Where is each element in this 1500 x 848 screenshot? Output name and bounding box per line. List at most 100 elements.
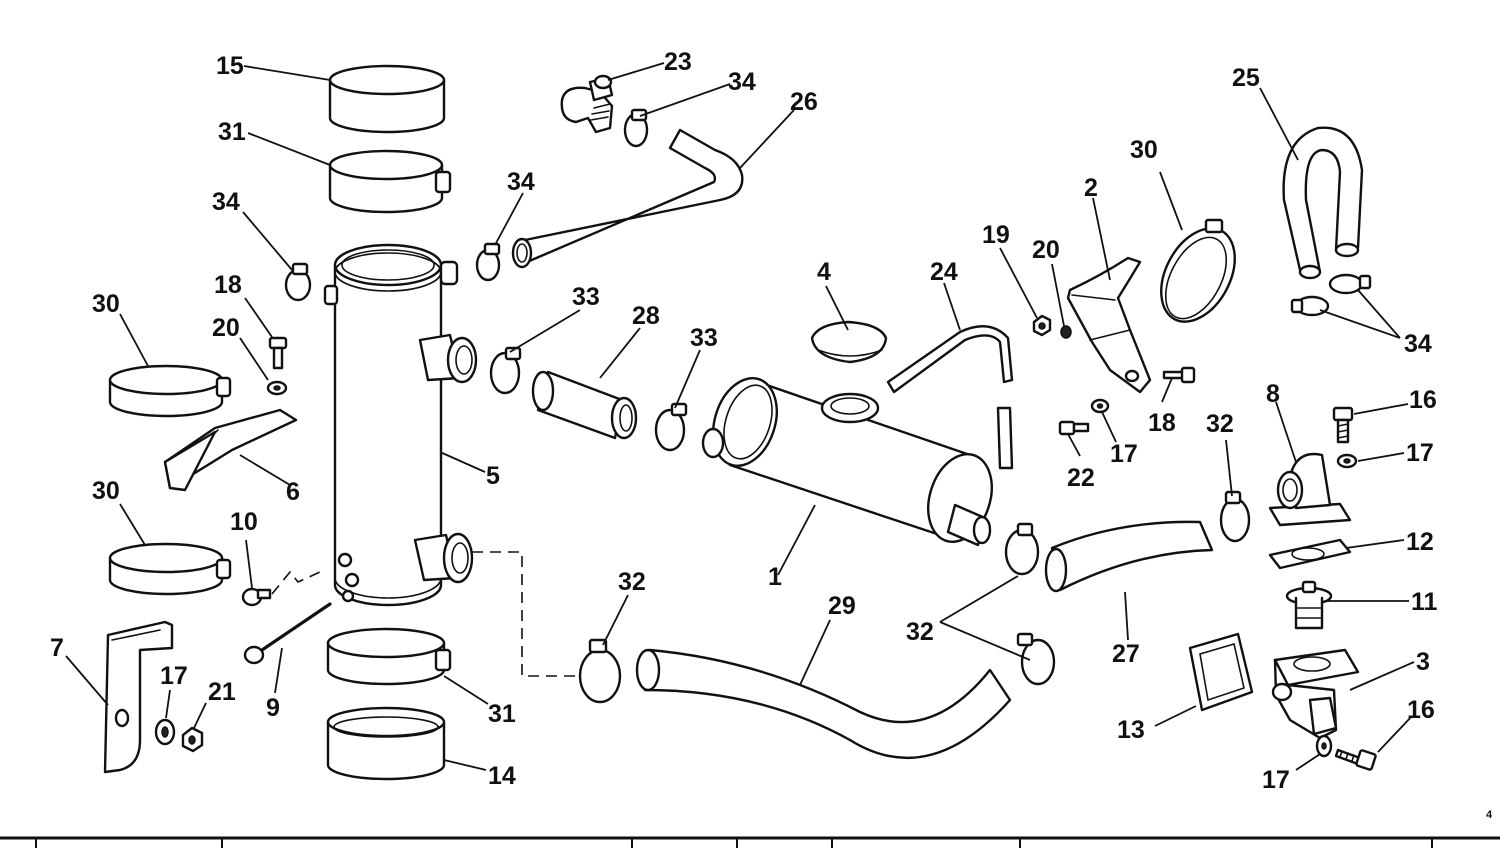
callout-30-right: 30 [1130,136,1158,164]
callout-25: 25 [1232,64,1260,92]
part-housing-3 [1271,648,1360,740]
part-bolt-18-right [1162,366,1196,384]
callout-8: 8 [1266,380,1280,408]
part-nut-17-left [154,718,176,746]
part-hose-clamp-32-right [1219,490,1251,543]
callout-20-left: 20 [212,314,240,342]
callout-17-mid: 17 [1110,440,1138,468]
callout-18-right: 18 [1148,409,1176,437]
part-nut-19 [1032,314,1052,337]
callout-33-left: 33 [572,283,600,311]
callout-1: 1 [768,563,782,591]
part-screw-10 [241,570,321,607]
callout-24: 24 [930,258,958,286]
assembly-dash-line [472,551,578,677]
callout-7: 7 [50,634,64,662]
part-hose-clamp-34-right-b [1290,295,1330,317]
part-nut-21 [181,726,204,753]
part-bracket-6 [163,408,298,492]
callout-20-right: 20 [1032,236,1060,264]
callout-30-left-lower: 30 [92,477,120,505]
callout-14: 14 [488,762,516,790]
part-hose-clamp-34-right-a [1328,273,1372,295]
part-u-hose-25 [1282,126,1364,280]
leader-lines [65,62,1415,771]
callout-11: 11 [1411,588,1438,616]
part-hose-clamp-32-lower-right [1016,632,1056,686]
part-hose-29 [635,648,1012,759]
part-bolt-18-left [268,336,288,370]
callout-34-right: 34 [1404,330,1432,358]
callout-26: 26 [790,88,818,116]
part-bracket-7 [103,620,174,774]
part-heat-exchanger-5 [323,243,478,607]
callout-16-lower: 16 [1407,696,1435,724]
callout-27: 27 [1112,640,1140,668]
callout-31-top: 31 [218,118,246,146]
part-elbow-23 [560,74,614,134]
part-bolt-22 [1058,420,1090,436]
callout-6: 6 [286,478,300,506]
page-marker: 4 [1486,809,1493,821]
callout-34-upper: 34 [507,168,535,196]
callout-10: 10 [230,508,258,536]
callout-29: 29 [828,592,856,620]
callout-34-left: 34 [212,188,240,216]
part-band-clamp-31-top [328,149,452,214]
part-pressure-cap-4 [810,320,888,364]
part-ring-14 [326,706,446,781]
callout-30-left-upper: 30 [92,290,120,318]
part-rod-9 [243,602,332,665]
part-hose-clamp-33-left [489,346,522,395]
callout-16-upper: 16 [1409,386,1437,414]
part-tube-24 [886,325,1014,470]
part-bolt-16-lower [1334,748,1377,771]
part-tank-1 [701,377,993,547]
callout-2: 2 [1084,174,1098,202]
callout-33-right: 33 [690,324,718,352]
callout-31-bottom: 31 [488,700,516,728]
part-band-clamp-31-bottom [326,627,452,686]
part-bracket-2 [1066,256,1152,394]
callout-17-lower: 17 [1262,766,1290,794]
callout-22: 22 [1067,464,1095,492]
callout-23: 23 [664,48,692,76]
callout-4: 4 [817,258,831,286]
callout-32-right: 32 [1206,410,1234,438]
part-band-clamp-30-right [1160,218,1236,323]
callout-21: 21 [208,678,236,706]
part-band-clamp-30-left-upper [108,364,232,418]
part-bolt-16-upper [1332,406,1354,444]
callout-labels: 1 2 3 4 5 6 7 8 9 10 11 12 13 14 15 16 1… [50,48,1493,821]
callout-15: 15 [216,52,244,80]
callout-17-upper: 17 [1406,439,1434,467]
part-cap-15 [328,64,446,134]
callout-5: 5 [486,462,500,490]
callout-12: 12 [1406,528,1434,556]
part-thermostat-11 [1285,580,1333,630]
part-thermostat-housing-8 [1268,452,1352,527]
callout-28: 28 [632,302,660,330]
part-hose-clamp-32-mid [1004,522,1040,576]
part-washer-17-mid [1090,398,1110,414]
part-hose-26 [511,128,744,269]
callout-13: 13 [1117,716,1145,744]
callout-19: 19 [982,221,1010,249]
part-hose-clamp-34-top [623,108,649,148]
part-gasket-12 [1268,538,1352,570]
part-hose-28 [531,370,638,440]
part-hose-clamp-34-upper [475,242,501,282]
callout-32-mid: 32 [906,618,934,646]
bottom-table-frame [0,836,1500,848]
callout-32-left: 32 [618,568,646,596]
part-hose-clamp-32-left [578,638,622,704]
part-band-clamp-30-left-lower [108,542,232,596]
callout-9: 9 [266,694,280,722]
part-washer-20-right [1060,325,1072,339]
part-washer-17-upper [1336,453,1358,469]
part-washer-17-lower [1315,734,1333,758]
callout-34-top: 34 [728,68,756,96]
part-hose-27 [1044,520,1214,593]
callout-18-left: 18 [214,271,242,299]
